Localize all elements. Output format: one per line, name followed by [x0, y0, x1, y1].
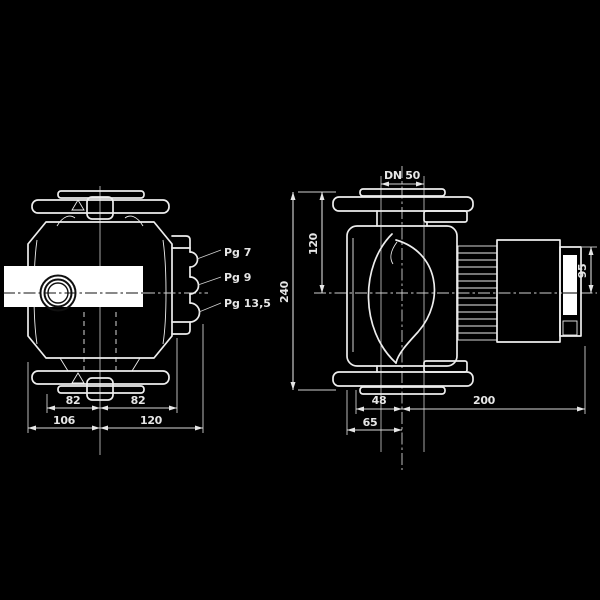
side-bottom-flange-bar: [332, 371, 474, 387]
pg9-leader-line: [197, 276, 222, 286]
front-gland-pg9-knockout: [189, 276, 200, 295]
dimension-arrow: [394, 406, 402, 412]
front-body-top-left-curve: [56, 215, 76, 227]
front-top-flow-triangle: [71, 199, 85, 211]
front-bracket-top-tab: [171, 235, 191, 249]
pg7-leader-line: [196, 249, 222, 260]
side-motor-end-cap: [559, 246, 582, 337]
side-volute-curve-left: [367, 233, 397, 364]
dimension-arrow: [394, 427, 402, 433]
dimension-arrow: [381, 181, 389, 187]
dimension-arrow: [47, 405, 55, 411]
pg13-label: Pg 13,5: [224, 297, 271, 310]
dim-82-left: 82: [66, 394, 81, 407]
front-bottom-flange-bar: [31, 370, 170, 385]
dimension-arrow: [100, 405, 108, 411]
front-bracket-bottom-tab: [171, 321, 191, 335]
dimension-arrow: [169, 405, 177, 411]
side-end-cap-detail: [562, 320, 578, 336]
pg7-label: Pg 7: [224, 246, 251, 259]
side-volute-curl: [390, 241, 398, 265]
front-bottom-taper: [59, 357, 141, 372]
side-bottom-flange-edge: [359, 386, 446, 395]
dimension-arrow: [402, 406, 410, 412]
dim-200: 200: [473, 394, 496, 407]
front-gland-pg7-knockout: [189, 251, 199, 268]
front-top-flange-bar: [31, 199, 170, 214]
dimension-arrow: [416, 181, 424, 187]
front-top-pipe-stub: [86, 196, 114, 220]
side-pump-body: [346, 225, 458, 367]
dimension-arrow: [195, 425, 203, 431]
dimension-arrow: [92, 405, 100, 411]
dim-48: 48: [372, 394, 387, 407]
dimension-arrow: [100, 425, 108, 431]
dim-120-width: 120: [140, 414, 163, 427]
front-gland-pg13-knockout: [189, 302, 201, 323]
side-top-flange-step: [423, 210, 468, 223]
dim-82-right: 82: [131, 394, 146, 407]
dimension-arrow: [356, 406, 364, 412]
dimension-arrow: [588, 285, 594, 293]
dimension-arrow: [290, 192, 296, 200]
dimension-arrow: [319, 192, 325, 200]
dimension-arrow: [28, 425, 36, 431]
dim-240: 240: [278, 280, 291, 303]
dimension-arrow: [588, 247, 594, 255]
dim-95: 95: [576, 264, 589, 279]
pg13-leader-line: [198, 302, 222, 313]
side-nameplate: [563, 255, 577, 315]
side-coupling-fins: [458, 252, 497, 334]
side-top-flange-edge: [359, 188, 446, 197]
dimension-arrow: [319, 285, 325, 293]
side-view: DN 50 240 120 95 48 200 65: [278, 166, 597, 470]
dim-65: 65: [363, 416, 378, 429]
dim-dn50: DN 50: [384, 169, 421, 182]
dimension-arrow: [92, 425, 100, 431]
side-volute-curve-right: [395, 239, 436, 364]
dimension-arrow: [577, 406, 585, 412]
front-bottom-flow-triangle: [71, 372, 85, 384]
front-bottom-pipe-stub: [86, 377, 114, 401]
dim-106: 106: [53, 414, 76, 427]
dimension-arrow: [290, 382, 296, 390]
side-top-flange-bar: [332, 196, 474, 212]
dim-120-height: 120: [307, 232, 320, 255]
front-bottom-flange-edge: [57, 385, 145, 394]
front-top-flange-edge: [57, 190, 145, 199]
front-body-top-right-curve: [124, 215, 144, 227]
dimension-arrow: [347, 427, 355, 433]
front-view: Pg 7 Pg 9 Pg 13,5 82 82 106 120: [3, 186, 271, 455]
pg9-label: Pg 9: [224, 271, 251, 284]
